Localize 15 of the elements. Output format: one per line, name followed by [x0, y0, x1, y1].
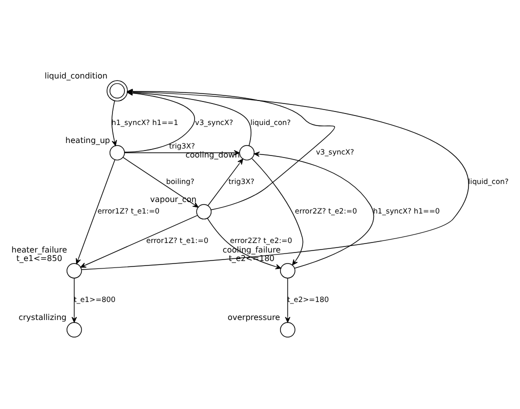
edge-label: error2Z? t_e2:=0	[230, 236, 292, 246]
edge-label: liquid_con?	[468, 177, 509, 186]
edge-label: trig3X?	[228, 177, 254, 186]
edge-label: liquid_con?	[250, 118, 291, 128]
edge-label: boiling?	[166, 177, 194, 186]
edge-label: error1Z? t_e1:=0	[97, 206, 160, 216]
edge-label: h1_syncX? h1==0	[373, 206, 440, 216]
edge-label: error2Z? t_e2:=0	[294, 206, 357, 216]
edge-label: error1Z? t_e1:=0	[146, 236, 208, 246]
edge-label: h1_syncX? h1==1	[112, 118, 178, 128]
edge-label: trig3X?	[169, 141, 196, 150]
edge-label: v3_syncX?	[316, 148, 354, 157]
edge-label: t_e1>=800	[74, 295, 116, 304]
edge-label: t_e2>=180	[287, 295, 329, 304]
edge-label: v3_syncX?	[195, 118, 234, 128]
